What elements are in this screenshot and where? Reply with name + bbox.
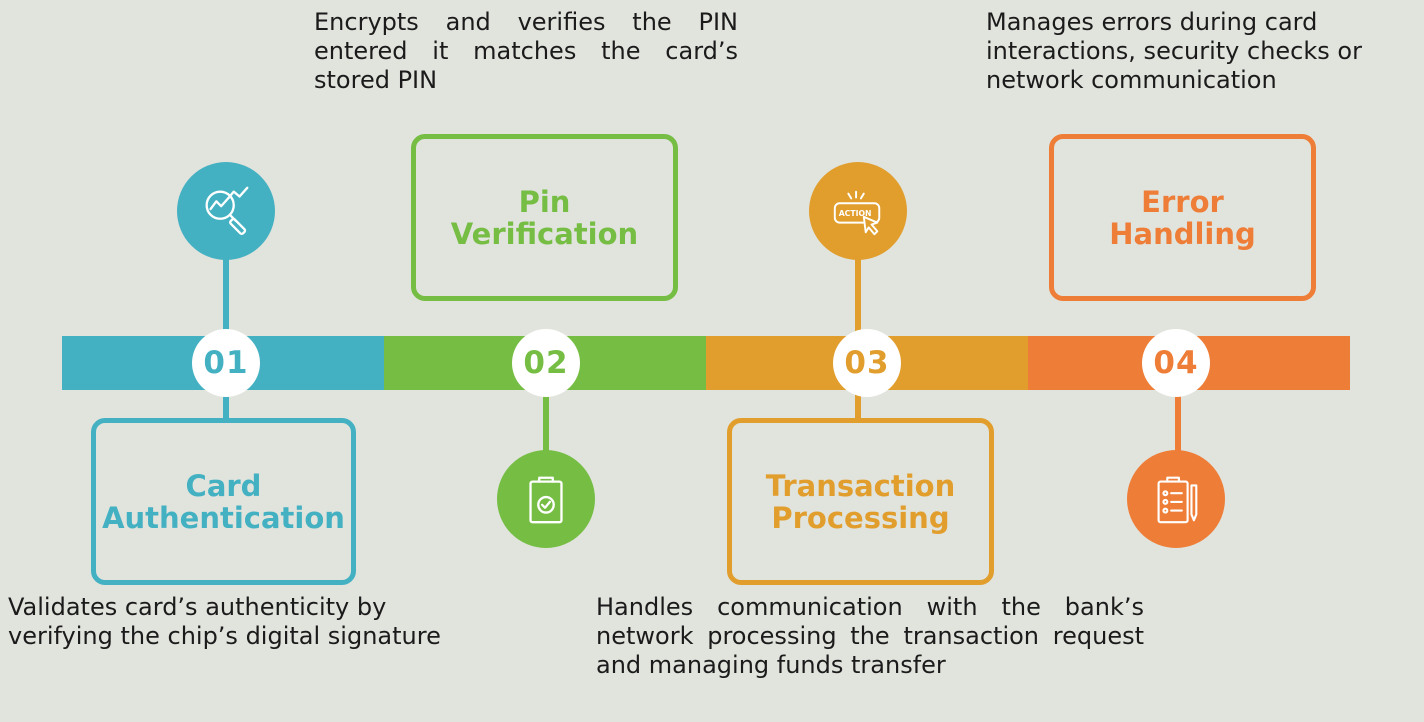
step-2-number-badge: 02 <box>512 329 580 397</box>
magnifier-chart-icon <box>205 186 249 236</box>
step-2-description: Encrypts and verifies the PIN entered it… <box>314 8 738 94</box>
step-4-icon-circle <box>1127 450 1225 548</box>
step-1-description: Validates card’s authenticity by verifyi… <box>8 593 441 650</box>
connector-step-1-down <box>223 390 229 422</box>
clipboard-check-icon <box>529 476 563 524</box>
connector-step-3-up <box>855 245 861 340</box>
step-1-icon-circle <box>177 162 275 260</box>
step-3-number-badge: 03 <box>833 329 901 397</box>
step-3-title-box: Transaction Processing <box>727 418 994 585</box>
step-3-icon-circle: ACTION <box>809 162 907 260</box>
connector-step-1-up <box>223 245 229 340</box>
step-4-title: Error Handling <box>1109 184 1256 251</box>
connector-step-2-down <box>543 390 549 454</box>
step-1-title-box: Card Authentication <box>91 418 356 585</box>
connector-step-4-down <box>1175 390 1181 454</box>
step-1-number-badge: 01 <box>192 329 260 397</box>
step-2-icon-circle <box>497 450 595 548</box>
step-4-number-badge: 04 <box>1142 329 1210 397</box>
step-3-description: Handles communication with the bank’s ne… <box>596 593 1144 679</box>
step-4-title-box: Error Handling <box>1049 134 1316 301</box>
action-icon-label: ACTION <box>839 209 872 218</box>
connector-step-3-down <box>855 390 861 422</box>
step-4-description: Manages errors during card interactions,… <box>986 8 1362 94</box>
action-click-icon: ACTION <box>833 190 881 236</box>
step-2-title: Pin Verification <box>450 184 639 251</box>
step-1-title: Card Authentication <box>102 468 345 535</box>
step-2-title-box: Pin Verification <box>411 134 678 301</box>
step-3-title: Transaction Processing <box>765 468 956 535</box>
clipboard-checklist-icon <box>1157 476 1198 524</box>
